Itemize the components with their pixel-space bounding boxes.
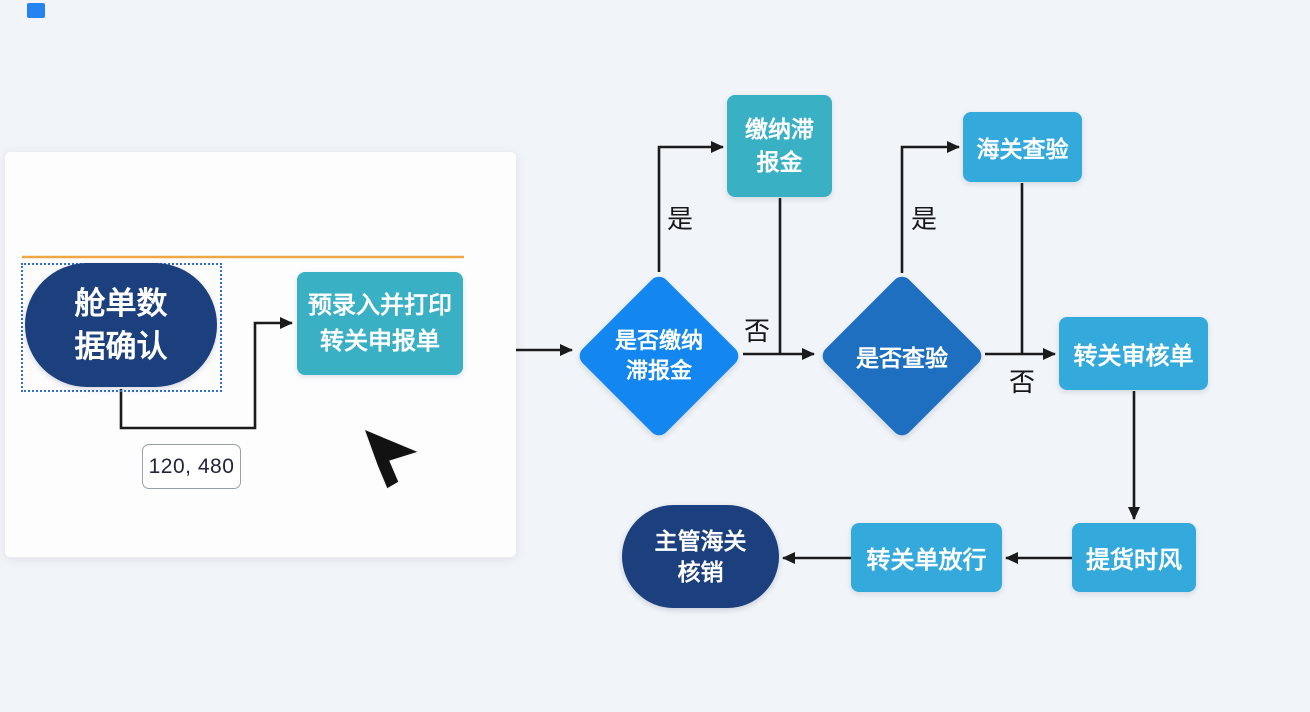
node-label-line: 是否查验 <box>856 345 948 371</box>
node-label-line: 报金 <box>756 149 803 175</box>
node-writeoff[interactable]: 主管海关 核销 <box>622 505 779 608</box>
coordinate-tooltip: 120, 480 <box>142 444 241 489</box>
edge-label-inspect-yes[interactable]: 是 <box>911 204 938 234</box>
node-pay-decision[interactable]: 是否缴纳 滞报金 <box>575 272 743 440</box>
node-label-line: 据确认 <box>74 329 168 364</box>
node-label-line: 滞报金 <box>625 358 692 383</box>
node-review[interactable]: 转关审核单 <box>1059 317 1208 390</box>
node-label-line: 主管海关 <box>654 527 747 554</box>
node-label-line: 预录入并打印 <box>308 291 452 319</box>
corner-marker <box>27 3 45 18</box>
node-pay[interactable]: 缴纳滞 报金 <box>727 95 832 197</box>
node-release[interactable]: 转关单放行 <box>851 523 1002 592</box>
diamond-label: 是否查验 <box>843 297 961 415</box>
node-inspect[interactable]: 海关查验 <box>963 112 1082 182</box>
node-label-line: 转关单放行 <box>866 547 987 574</box>
node-preentry[interactable]: 预录入并打印 转关申报单 <box>297 272 463 375</box>
node-label-line: 舱单数 <box>74 286 168 321</box>
node-pickup[interactable]: 提货时风 <box>1072 523 1196 592</box>
edge-label-pay-no[interactable]: 否 <box>744 316 771 346</box>
node-label-line: 核销 <box>677 558 724 585</box>
node-label-line: 缴纳滞 <box>745 116 814 142</box>
node-label-line: 转关申报单 <box>320 327 440 355</box>
node-inspect-decision[interactable]: 是否查验 <box>818 272 986 440</box>
node-label-line: 提货时风 <box>1086 547 1182 574</box>
edge-label-inspect-no[interactable]: 否 <box>1009 367 1036 397</box>
node-manifest[interactable]: 舱单数 据确认 <box>25 263 217 387</box>
coordinate-text: 120, 480 <box>148 454 235 478</box>
node-label-line: 海关查验 <box>976 136 1069 162</box>
node-label-line: 转关审核单 <box>1073 343 1194 370</box>
node-label-line: 是否缴纳 <box>614 328 703 353</box>
diamond-label: 是否缴纳 滞报金 <box>600 297 718 415</box>
edge-label-pay-yes[interactable]: 是 <box>667 204 694 234</box>
